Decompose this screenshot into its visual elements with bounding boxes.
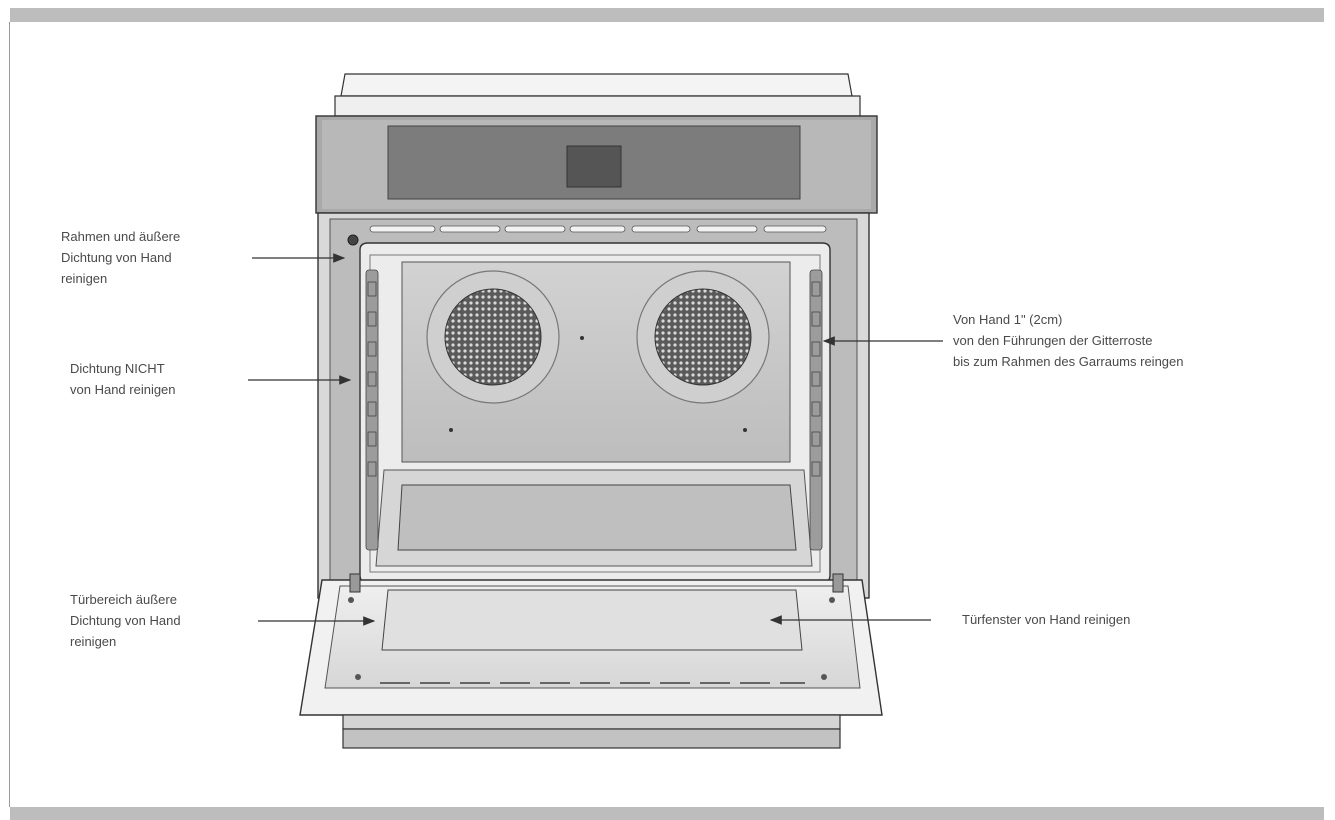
oven-top-trim — [335, 74, 860, 116]
right-rack-guides — [810, 270, 822, 550]
door-switch-icon — [348, 235, 358, 245]
page-footer-bar — [10, 807, 1324, 820]
display-screen — [567, 146, 621, 187]
label-door-seal: Türbereich äußere Dichtung von Hand rein… — [70, 589, 181, 652]
oven-cavity — [360, 243, 830, 583]
right-fan — [637, 271, 769, 403]
left-fan — [427, 271, 559, 403]
label-door-window: Türfenster von Hand reinigen — [962, 609, 1130, 630]
door-window — [382, 590, 802, 650]
left-rack-guides — [366, 270, 378, 550]
label-inner-seal: Dichtung NICHT von Hand reinigen — [70, 358, 176, 400]
label-rack-guides: Von Hand 1" (2cm) von den Führungen der … — [953, 309, 1184, 372]
control-panel — [316, 116, 877, 213]
oven-door-open — [300, 574, 882, 748]
door-handle — [343, 715, 840, 729]
label-frame-seal: Rahmen und äußere Dichtung von Hand rein… — [61, 226, 180, 289]
